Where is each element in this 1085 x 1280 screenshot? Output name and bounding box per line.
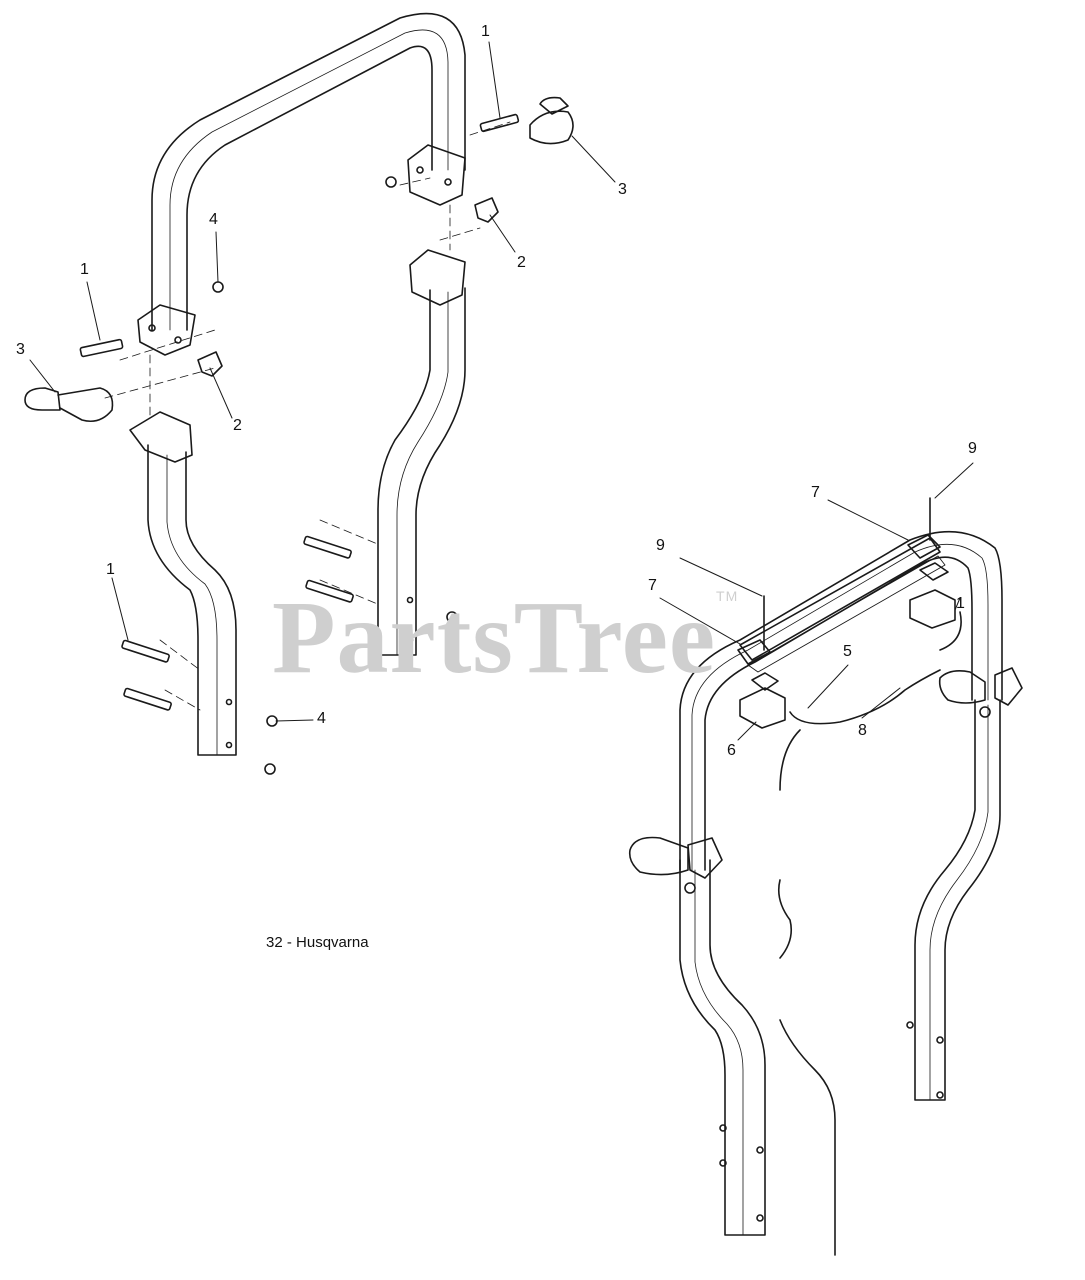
callout-label: 4 — [209, 211, 218, 228]
callout-label: 2 — [517, 254, 526, 271]
nuts — [212, 176, 458, 775]
bolts — [79, 113, 520, 711]
clip-pins — [24, 96, 574, 423]
callout-label: 3 — [16, 341, 25, 358]
callout-label: 1 — [106, 561, 115, 578]
right-lower-leg — [377, 249, 466, 656]
callout-label: 1 — [80, 261, 89, 278]
assembled-roll-bar — [628, 497, 1023, 1256]
leader-lines-left — [29, 41, 616, 722]
diagram-caption: 32 - Husqvarna — [266, 934, 369, 951]
left-upper-bracket — [137, 304, 196, 356]
callout-label: 2 — [233, 417, 242, 434]
knobs — [197, 197, 499, 377]
callout-label: 1 — [956, 595, 965, 612]
callout-label: 4 — [317, 710, 326, 727]
left-lower-leg — [129, 411, 237, 756]
leader-lines-right — [659, 462, 974, 741]
partstree-watermark: PartsTreeTM — [272, 580, 739, 695]
alignment-lines — [104, 121, 511, 711]
callout-label: 6 — [727, 742, 736, 759]
callout-label: 7 — [648, 577, 657, 594]
callout-label: 5 — [843, 643, 852, 660]
right-upper-bracket — [407, 144, 466, 206]
callout-label: 9 — [968, 440, 977, 457]
callout-label: 1 — [481, 23, 490, 40]
upper-hoop — [151, 12, 466, 331]
callout-label: 7 — [811, 484, 820, 501]
callout-label: 3 — [618, 181, 627, 198]
callout-label: 9 — [656, 537, 665, 554]
callout-label: 8 — [858, 722, 867, 739]
